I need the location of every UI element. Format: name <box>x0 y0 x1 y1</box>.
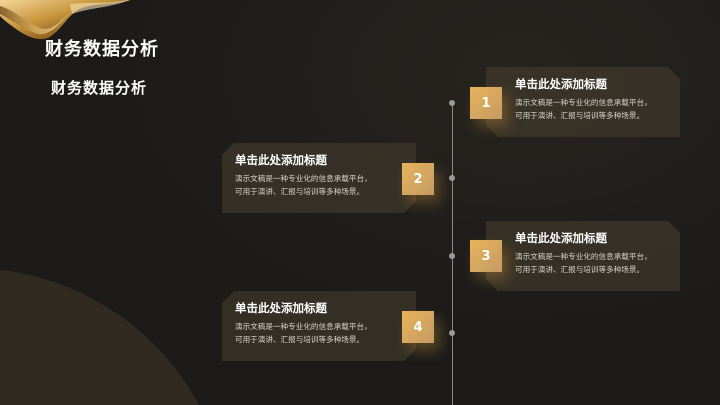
card-body-line: 可用于演讲、汇报与培训等多种场景。 <box>235 334 365 344</box>
timeline-dot-2 <box>449 175 455 181</box>
card-body-line: 演示文稿是一种专业化的信息承载平台， <box>515 252 652 261</box>
card-body-line: 演示文稿是一种专业化的信息承载平台， <box>235 174 372 183</box>
timeline-card-2[interactable]: 单击此处添加标题 演示文稿是一种专业化的信息承载平台， 可用于演讲、汇报与培训等… <box>222 143 416 213</box>
card-title[interactable]: 单击此处添加标题 <box>515 231 607 245</box>
card-body-line: 可用于演讲、汇报与培训等多种场景。 <box>515 264 645 274</box>
timeline-card-3[interactable]: 单击此处添加标题 演示文稿是一种专业化的信息承载平台， 可用于演讲、汇报与培训等… <box>486 221 680 291</box>
timeline-card-1[interactable]: 单击此处添加标题 演示文稿是一种专业化的信息承载平台， 可用于演讲、汇报与培训等… <box>486 67 680 137</box>
step-badge-2: 2 <box>402 163 434 195</box>
timeline-card-4[interactable]: 单击此处添加标题 演示文稿是一种专业化的信息承载平台， 可用于演讲、汇报与培训等… <box>222 291 416 361</box>
card-body-line: 演示文稿是一种专业化的信息承载平台， <box>515 98 652 107</box>
card-title[interactable]: 单击此处添加标题 <box>515 77 607 91</box>
card-body[interactable]: 演示文稿是一种专业化的信息承载平台， 可用于演讲、汇报与培训等多种场景。 <box>515 97 652 122</box>
timeline-dot-1 <box>449 100 455 106</box>
timeline-dot-3 <box>449 253 455 259</box>
card-body[interactable]: 演示文稿是一种专业化的信息承载平台， 可用于演讲、汇报与培训等多种场景。 <box>515 251 652 276</box>
card-body-line: 可用于演讲、汇报与培训等多种场景。 <box>515 110 645 120</box>
card-body-line: 可用于演讲、汇报与培训等多种场景。 <box>235 186 365 196</box>
decorative-circle <box>0 268 230 405</box>
card-body-line: 演示文稿是一种专业化的信息承载平台， <box>235 322 372 331</box>
step-badge-1: 1 <box>470 87 502 119</box>
card-title[interactable]: 单击此处添加标题 <box>235 153 327 167</box>
step-badge-4: 4 <box>402 311 434 343</box>
page-title: 财务数据分析 <box>45 39 159 60</box>
step-badge-3: 3 <box>470 240 502 272</box>
page-subtitle: 财务数据分析 <box>51 79 148 97</box>
card-title[interactable]: 单击此处添加标题 <box>235 301 327 315</box>
timeline-dot-4 <box>449 330 455 336</box>
card-body[interactable]: 演示文稿是一种专业化的信息承载平台， 可用于演讲、汇报与培训等多种场景。 <box>235 321 372 346</box>
card-body[interactable]: 演示文稿是一种专业化的信息承载平台， 可用于演讲、汇报与培训等多种场景。 <box>235 173 372 198</box>
gold-ribbon-image <box>0 0 130 40</box>
